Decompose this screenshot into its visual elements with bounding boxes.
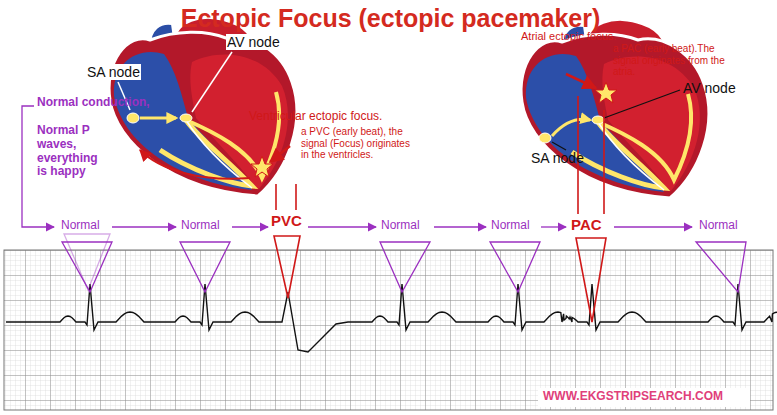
note: Ventricular ectopic focus. xyxy=(248,110,383,124)
beat-label: PVC xyxy=(270,212,303,229)
watermark-patch xyxy=(538,388,750,407)
beat-pointers xyxy=(22,106,746,292)
part-name: SA node xyxy=(530,150,585,166)
ectopic-star xyxy=(251,156,273,177)
part-name: AV node xyxy=(226,34,281,50)
sa-node-dot xyxy=(127,113,139,123)
beat-label: Normal xyxy=(490,219,531,233)
conduction-arrow xyxy=(140,117,176,120)
part-name: AV node xyxy=(682,80,737,96)
conduction-arrow xyxy=(140,150,250,179)
beat-label: Normal xyxy=(698,219,739,233)
beat-label: Normal xyxy=(180,219,221,233)
ecg-trace-line xyxy=(6,284,777,352)
beat-label: PAC xyxy=(570,216,603,233)
note: a PVC (early beat), the signal (Focus) o… xyxy=(300,126,412,161)
note: a PAC (early beat).The signal originates… xyxy=(612,43,739,78)
part-name: SA node xyxy=(86,64,141,80)
leader-line xyxy=(192,52,232,112)
leader-line xyxy=(552,142,566,150)
note: Normal P waves, everything is happy xyxy=(36,124,108,179)
leader-line xyxy=(566,74,596,88)
beat-label: Normal xyxy=(60,219,101,233)
leader-line xyxy=(604,90,680,118)
ecg-trace xyxy=(6,284,777,352)
watermark: WWW.EKGSTRIPSEARCH.COM xyxy=(542,390,724,404)
beat-label: Normal xyxy=(380,219,421,233)
ectopic-pointers xyxy=(274,96,606,322)
conduction-arrow xyxy=(552,119,590,136)
note: Atrial ectopic focus. xyxy=(520,30,617,43)
ectopic-star xyxy=(595,82,617,103)
leader-line xyxy=(270,146,290,162)
title: Ectopic Focus (ectopic pacemaker) xyxy=(2,4,777,33)
sa-node-dot xyxy=(539,133,551,143)
ecg-grid xyxy=(4,250,773,410)
note: Normal conduction, xyxy=(36,96,151,110)
